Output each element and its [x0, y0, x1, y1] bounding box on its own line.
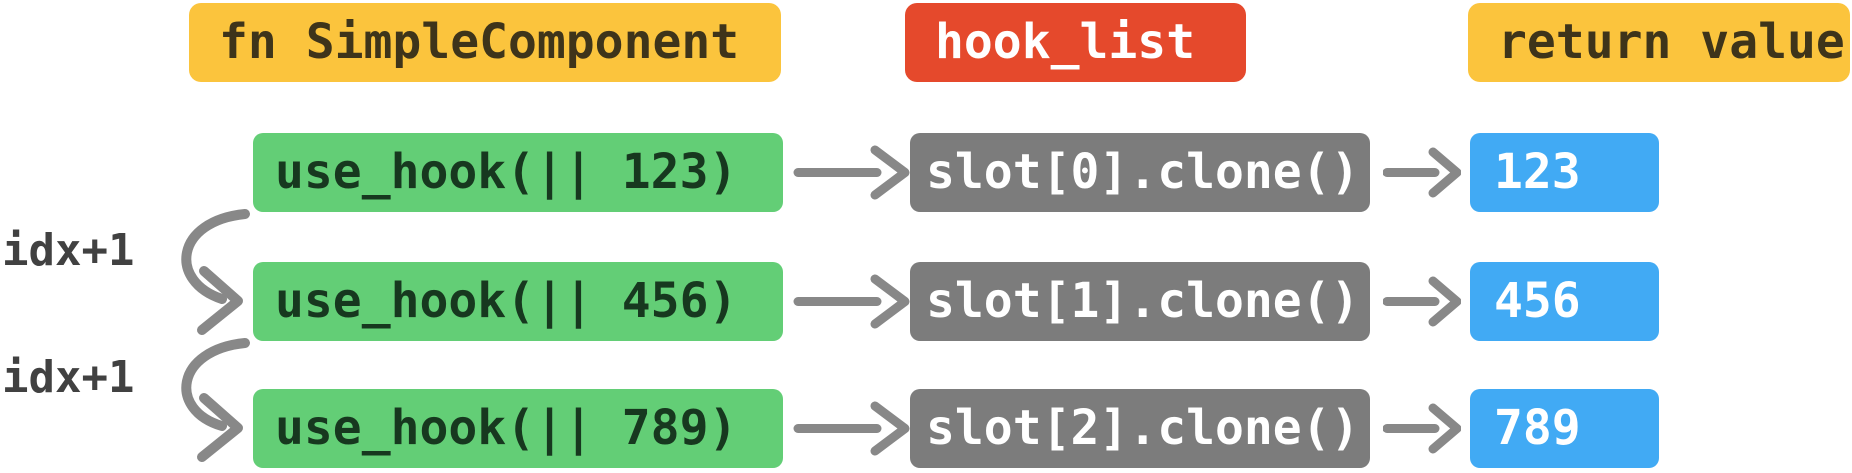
component-header: fn SimpleComponent: [189, 3, 781, 82]
hook-row: use_hook(|| 456) slot[1].clone() 456: [0, 262, 1852, 341]
arrow-right-icon: [793, 401, 910, 456]
loop-arrow-icon: [181, 338, 250, 462]
slot-clone-box: slot[0].clone(): [910, 133, 1370, 212]
hook-row: use_hook(|| 789) slot[2].clone() 789: [0, 389, 1852, 468]
arrow-right-icon: [1383, 403, 1461, 454]
hook-list-header: hook_list: [905, 3, 1246, 82]
arrow-right-icon: [1383, 147, 1461, 198]
arrow-right-icon: [1383, 276, 1461, 327]
loop-index-label: idx+1: [2, 352, 135, 403]
slot-clone-box: slot[1].clone(): [910, 262, 1370, 341]
loop-arrow-icon: [181, 209, 250, 335]
arrow-right-icon: [793, 274, 910, 329]
return-value-box: 456: [1470, 262, 1659, 341]
loop-index-label: idx+1: [2, 225, 135, 276]
hook-row: use_hook(|| 123) slot[0].clone() 123: [0, 133, 1852, 212]
use-hook-box: use_hook(|| 789): [253, 389, 783, 468]
slot-clone-box: slot[2].clone(): [910, 389, 1370, 468]
return-value-box: 123: [1470, 133, 1659, 212]
use-hook-box: use_hook(|| 123): [253, 133, 783, 212]
return-value-header: return value: [1468, 3, 1850, 82]
use-hook-box: use_hook(|| 456): [253, 262, 783, 341]
arrow-right-icon: [793, 145, 910, 200]
return-value-box: 789: [1470, 389, 1659, 468]
